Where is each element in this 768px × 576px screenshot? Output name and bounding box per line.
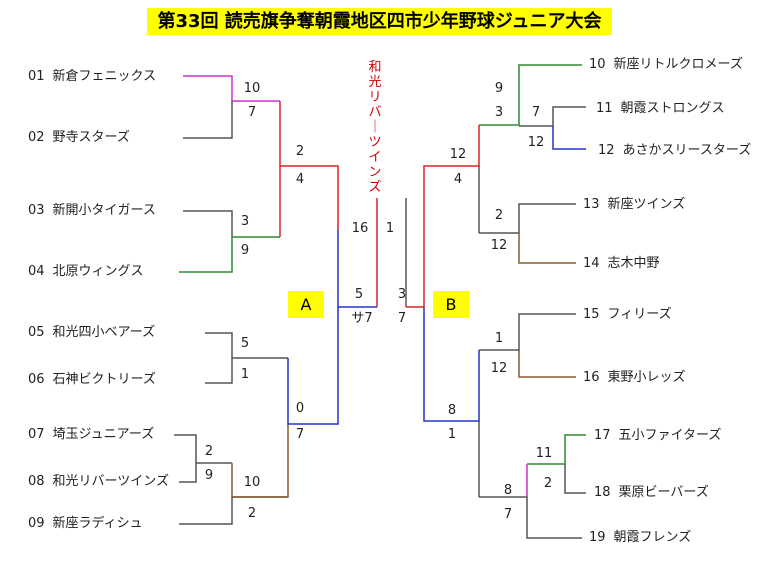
score: 9 <box>494 81 504 96</box>
champion-label: 和光リバ｜ツインズ <box>368 60 382 195</box>
score: 16 <box>351 221 369 236</box>
score: 4 <box>295 172 305 187</box>
score: 9 <box>204 468 214 483</box>
bracket-line <box>552 126 586 150</box>
score: 3 <box>240 214 250 229</box>
score: 1 <box>385 221 395 236</box>
score: 8 <box>447 403 457 418</box>
bracket-line <box>479 64 582 126</box>
score: 11 <box>535 446 553 461</box>
score: 2 <box>494 208 504 223</box>
score: 7 <box>397 311 407 326</box>
score: 3 <box>494 105 504 120</box>
score: 2 <box>295 144 305 159</box>
score: 8 <box>503 483 513 498</box>
score: 5 <box>354 287 364 302</box>
block-a-label: A <box>288 291 324 318</box>
bracket-line <box>232 424 289 498</box>
score: 1 <box>494 331 504 346</box>
score: 2 <box>543 476 553 491</box>
bracket-line <box>423 307 480 422</box>
score: 12 <box>490 238 508 253</box>
bracket-line <box>406 125 480 308</box>
bracket-line <box>519 106 586 127</box>
score: 2 <box>247 506 257 521</box>
bracket-line <box>287 307 339 425</box>
bracket-line <box>179 496 288 525</box>
score: 1 <box>240 367 250 382</box>
score: 3 <box>397 287 407 302</box>
bracket-line <box>205 332 288 359</box>
score: 10 <box>243 475 261 490</box>
score: 12 <box>490 361 508 376</box>
bracket-line <box>479 203 576 234</box>
score: 7 <box>503 507 513 522</box>
bracket-line <box>183 75 280 102</box>
block-b-label: B <box>433 291 469 318</box>
bracket-line <box>479 313 576 351</box>
bracket-line <box>527 434 586 465</box>
bracket-line <box>205 358 233 384</box>
score: 7 <box>295 427 305 442</box>
score: 0 <box>295 401 305 416</box>
score: 12 <box>449 147 467 162</box>
score: 7 <box>247 105 257 120</box>
score: 1 <box>447 427 457 442</box>
tournament-title: 第33回 読売旗争奪朝霞地区四市少年野球ジュニア大会 <box>147 8 612 35</box>
bracket-line <box>179 463 197 483</box>
score: 9 <box>240 243 250 258</box>
bracket-line <box>179 236 280 273</box>
bracket-line <box>174 434 232 464</box>
bracket-line <box>518 233 576 264</box>
score: 4 <box>453 172 463 187</box>
score: 10 <box>243 81 261 96</box>
score: 12 <box>527 135 545 150</box>
score: 5 <box>240 336 250 351</box>
bracket-line <box>564 464 586 494</box>
bracket-line <box>183 101 233 139</box>
score: サ7 <box>351 311 373 326</box>
score: 7 <box>531 105 541 120</box>
bracket-line <box>279 101 339 230</box>
score: 2 <box>204 444 214 459</box>
bracket-line <box>518 350 576 378</box>
bracket-line <box>479 496 582 539</box>
bracket-line <box>183 210 233 237</box>
